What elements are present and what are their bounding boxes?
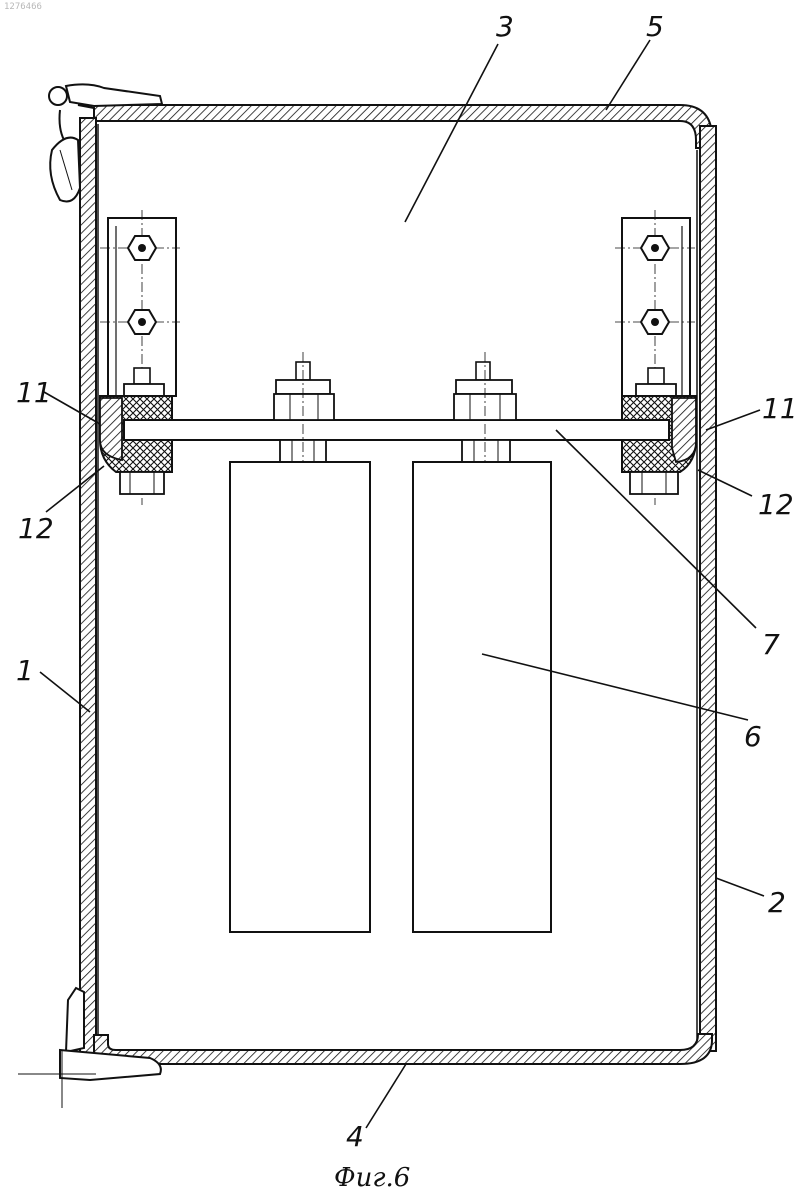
- callout-6: 6: [744, 720, 762, 753]
- callout-12-right: 12: [758, 488, 794, 521]
- callouts: 3 5 11 12 11 12 7 1 6 2 4: [16, 10, 798, 1153]
- callout-4: 4: [346, 1120, 364, 1153]
- left-terminal: [274, 352, 334, 478]
- right-terminal: [454, 352, 516, 478]
- clip-11-left: [100, 398, 122, 460]
- document-number: 1276466: [4, 2, 42, 12]
- callout-5: 5: [646, 10, 664, 43]
- cross-plate: [124, 420, 669, 440]
- callout-3: 3: [496, 10, 514, 43]
- callout-12-left: 12: [18, 512, 54, 545]
- clip-11-right: [672, 398, 696, 462]
- callout-1: 1: [16, 654, 34, 687]
- upper-latch: [49, 84, 162, 201]
- figure-caption: Фиг.6: [334, 1163, 410, 1193]
- left-wall: [80, 118, 98, 1056]
- leader-lines: [40, 40, 764, 1128]
- upper-cover: [78, 105, 712, 150]
- battery-cells: [230, 462, 551, 932]
- callout-11-left: 11: [16, 376, 52, 409]
- battery-cell-right: [413, 462, 551, 932]
- lower-cover: [94, 1034, 712, 1064]
- callout-2: 2: [768, 886, 786, 919]
- battery-cell-left: [230, 462, 370, 932]
- callout-11-right: 11: [762, 392, 798, 425]
- right-wall: [697, 126, 716, 1051]
- callout-7: 7: [762, 628, 780, 661]
